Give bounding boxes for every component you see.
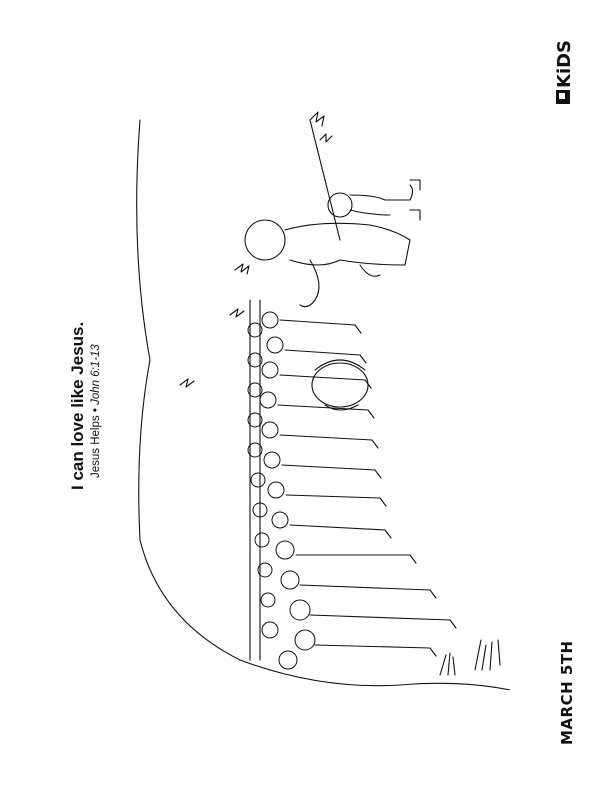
boy-figure [327, 179, 421, 221]
logo-square-icon [556, 90, 570, 104]
lesson-date: MARCH 5TH [558, 640, 576, 745]
lesson-story: Jesus Helps [90, 415, 102, 478]
grass-tufts [179, 111, 501, 676]
logo-wordmark: KiDS [554, 39, 575, 88]
bullet-separator: • [90, 408, 102, 413]
hill-outline [136, 119, 511, 690]
scripture-reference: John 6:1-13 [90, 344, 102, 405]
brand-logo: KiDS [552, 36, 576, 106]
basket [311, 359, 369, 411]
jesus-figure [244, 219, 411, 308]
far-hill [309, 119, 341, 241]
crowd [247, 299, 457, 670]
page-title: I can love like Jesus. [68, 321, 87, 490]
lesson-subtitle: Jesus Helps • John 6:1-13 [90, 344, 102, 478]
coloring-illustration [136, 111, 511, 690]
